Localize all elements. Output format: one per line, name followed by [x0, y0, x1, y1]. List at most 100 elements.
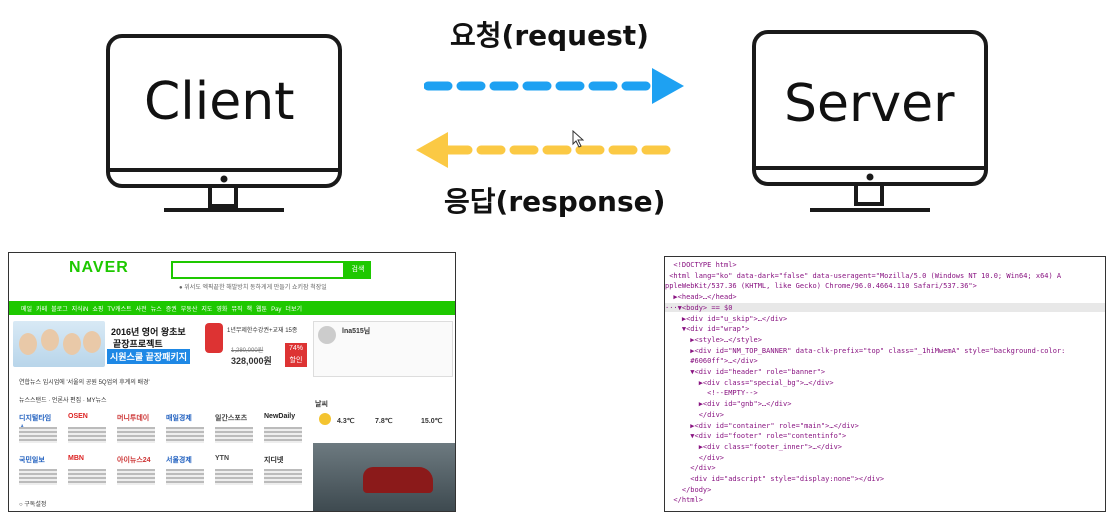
menu-item[interactable]: 쇼핑 — [92, 307, 104, 313]
menu-item[interactable]: 지도 — [201, 307, 213, 313]
ad-package: 시원스쿨 끝장패키지 — [107, 349, 191, 364]
code-line: ppleWebKit/537.36 (KHTML, like Gecko) Ch… — [665, 282, 977, 291]
news-tabs[interactable]: 뉴스스탠드 · 언론사 편집 · MY뉴스 — [19, 398, 107, 404]
code-line: ▼<div id="header" role="banner"> — [665, 368, 826, 376]
menu-item[interactable]: 사전 — [135, 307, 147, 313]
monitor-icon — [106, 34, 342, 212]
menu-item[interactable]: Pay — [271, 307, 282, 313]
weather-temp-1: 4.3℃ — [337, 418, 355, 425]
menu-item[interactable]: 카페 — [36, 307, 48, 313]
news-headline[interactable]: 연합뉴스 입시업에 '서울의 공원 5Q업의 후계의 배경' — [19, 380, 150, 386]
code-line: ▶<head>…</head> — [665, 293, 737, 302]
press-thumbnail[interactable] — [215, 469, 253, 485]
weather-temp-2: 7.8℃ — [375, 418, 393, 425]
code-line: ▶<div class="special_bg">…</div> — [665, 378, 834, 387]
press-logo[interactable]: 서울경제 — [166, 457, 192, 464]
menu-item[interactable]: 웹툰 — [256, 307, 268, 313]
code-line: <!DOCTYPE html> — [665, 261, 737, 269]
press-thumbnail[interactable] — [19, 427, 57, 443]
press-logo[interactable]: 지디넷 — [264, 457, 284, 464]
code-line: </body> — [665, 485, 712, 494]
code-line: #6060ff">…</div> — [665, 357, 758, 366]
selected-line-highlight — [665, 303, 1105, 312]
search-input[interactable] — [171, 261, 345, 279]
server-label: Server — [784, 74, 955, 134]
response-label: 응답(response) — [444, 185, 666, 218]
code-line: <!--EMPTY--> — [665, 389, 758, 398]
code-line: </div> — [665, 410, 725, 419]
ad-badge — [205, 323, 223, 353]
client-monitor: Client — [106, 34, 342, 214]
menu-item[interactable]: 책 — [246, 307, 253, 313]
code-line: ▶<div id="container" role="main">…</div> — [665, 421, 859, 430]
search-button[interactable]: 검색 — [345, 261, 371, 279]
code-line: ▶<div class="footer_inner">…</div> — [665, 442, 843, 451]
menu-item[interactable]: 뮤직 — [231, 307, 243, 313]
menu-item[interactable]: 메일 — [21, 307, 33, 313]
code-line: </html> — [665, 496, 703, 505]
car-shape — [363, 467, 433, 493]
press-thumbnail[interactable] — [264, 469, 302, 485]
press-thumbnail[interactable] — [68, 427, 106, 443]
press-thumbnail[interactable] — [68, 469, 106, 485]
ad-promo: 1년무제한수강권+교재 15종 — [227, 328, 298, 334]
menu-item[interactable]: 영화 — [216, 307, 228, 313]
request-label: 요청(request) — [450, 19, 649, 52]
menu-item[interactable]: TV캐스트 — [107, 307, 132, 313]
code-line: ▶<div id="gnb">…</div> — [665, 400, 792, 409]
menu-item[interactable]: 뉴스 — [150, 307, 162, 313]
press-logo[interactable]: 아이뉴스24 — [117, 457, 151, 464]
menu-item[interactable]: 부동산 — [180, 307, 198, 313]
login-box: lna515님 — [313, 321, 453, 377]
press-logo[interactable]: NewDaily — [264, 413, 296, 420]
sun-icon — [319, 413, 331, 425]
naver-logo: NAVER — [69, 259, 129, 276]
weather-title: 날씨 — [315, 401, 328, 408]
press-thumbnail[interactable] — [166, 427, 204, 443]
code-line: ▼<div id="footer" role="contentinfo"> — [665, 432, 847, 441]
server-monitor: Server — [752, 30, 988, 214]
code-line: ▼<div id="wrap"> — [665, 325, 750, 334]
code-line: ▶<div id="u_skip">…</div> — [665, 314, 788, 323]
login-user[interactable]: lna515님 — [342, 328, 371, 335]
press-logo[interactable]: 머니투데이 — [117, 415, 150, 422]
menu-item[interactable]: 블로그 — [51, 307, 68, 313]
press-logo[interactable]: 일간스포츠 — [215, 415, 248, 422]
request-arrow — [424, 68, 684, 104]
footer-link[interactable]: ○ 구독설정 — [19, 502, 47, 508]
ad-discount: 74% 할인 — [285, 343, 307, 367]
weather-panel: 날씨 4.3℃ 7.8℃ 15.0℃ — [313, 399, 451, 439]
press-logo[interactable]: 국민일보 — [19, 457, 45, 464]
press-thumbnail[interactable] — [117, 427, 155, 443]
press-thumbnail[interactable] — [166, 469, 204, 485]
ad-subtitle: 끝장프로젝트 — [113, 339, 163, 349]
weather-temp-3: 15.0℃ — [421, 418, 443, 425]
menu-item[interactable]: 증권 — [165, 307, 177, 313]
client-label: Client — [144, 72, 295, 132]
search-suggest: ● 위서도 엑픽끝한 해발방치 동하게게 만들기 쇼키잠 척장일 — [179, 285, 327, 291]
press-thumbnail[interactable] — [215, 427, 253, 443]
press-logo[interactable]: YTN — [215, 455, 229, 462]
code-line: <div id="adscript" style="display:none">… — [665, 475, 885, 483]
html-source-screenshot: <!DOCTYPE html> <html lang="ko" data-dar… — [664, 256, 1106, 512]
monitor-icon — [752, 30, 988, 212]
code-line: </div> — [665, 464, 716, 473]
code-line: </div> — [665, 453, 725, 462]
menu-bar — [9, 301, 455, 315]
ad-image — [13, 321, 105, 367]
ad-price-old: 1,280,000원 — [231, 348, 264, 354]
menu-item[interactable]: 더보기 — [285, 307, 302, 313]
cursor-icon — [572, 130, 584, 148]
ad-price-new: 328,000원 — [231, 356, 272, 366]
code-line: ▶<div id="NM_TOP_BANNER" data-clk-prefix… — [665, 346, 1066, 355]
menu-item[interactable]: 지식iN — [71, 307, 89, 313]
press-logo[interactable]: MBN — [68, 455, 84, 462]
press-thumbnail[interactable] — [19, 469, 57, 485]
press-thumbnail[interactable] — [117, 469, 155, 485]
press-logo[interactable]: 디지털타임스 — [19, 415, 52, 432]
code-line: ···▼<body> == $0 — [665, 303, 733, 312]
press-thumbnail[interactable] — [264, 427, 302, 443]
code-line: ▶<style>…</style> — [665, 335, 762, 344]
press-logo[interactable]: OSEN — [68, 413, 88, 420]
press-logo[interactable]: 매일경제 — [166, 415, 192, 422]
